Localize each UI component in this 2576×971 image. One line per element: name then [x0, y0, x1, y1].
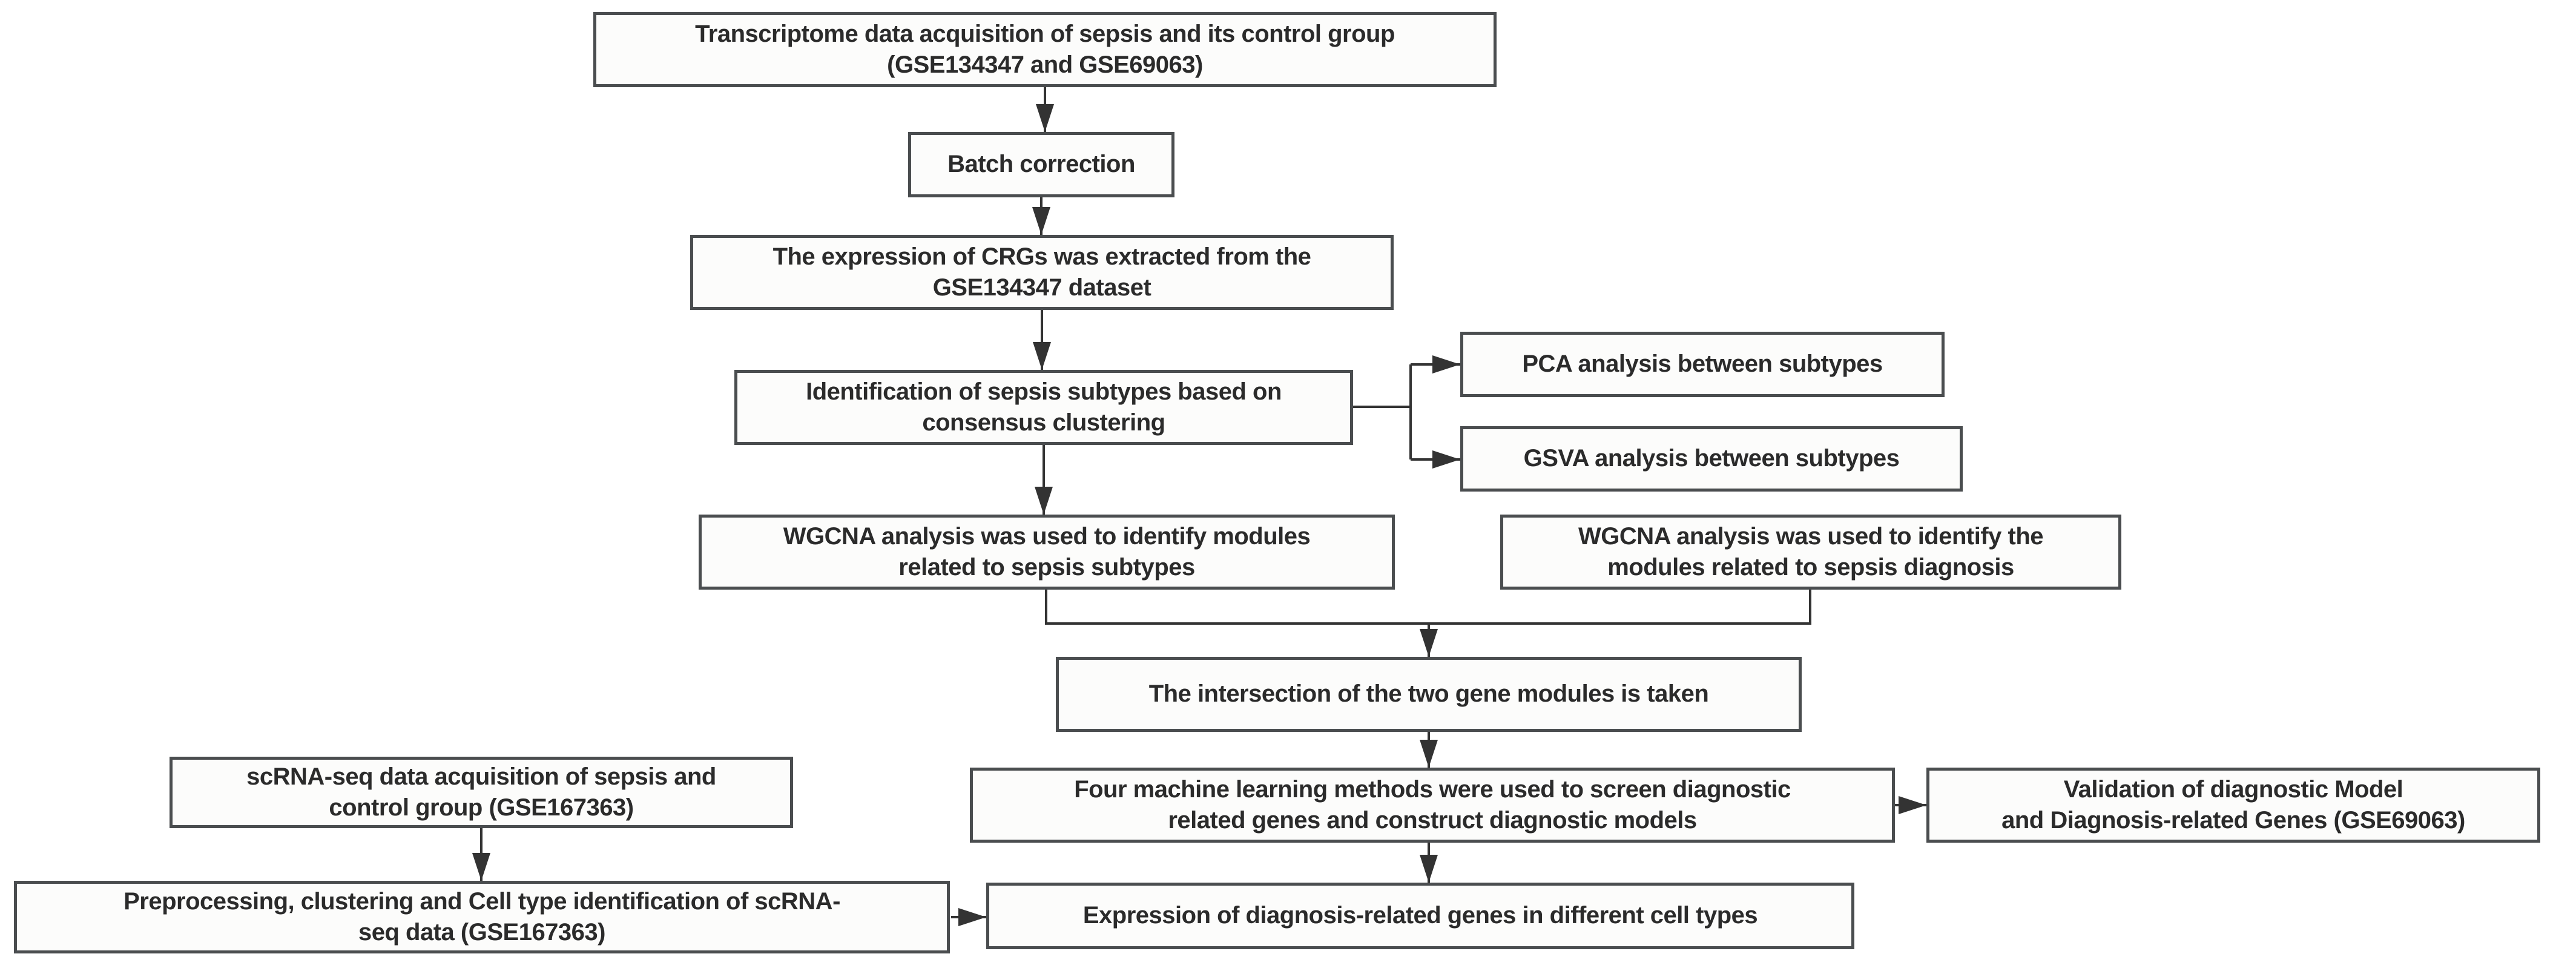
node-transcriptome-acquisition-label: Transcriptome data acquisition of sepsis… [695, 20, 1395, 78]
node-expression-cell-types-label: Expression of diagnosis-related genes in… [1082, 902, 1758, 929]
node-batch-correction-label: Batch correction [947, 151, 1135, 178]
node-scrna-preprocessing-label: Preprocessing, clustering and Cell type … [124, 887, 840, 946]
node-wgcna-subtypes: WGCNA analysis was used to identify modu… [699, 515, 1395, 590]
node-machine-learning: Four machine learning methods were used … [970, 768, 1895, 843]
node-wgcna-subtypes-label: WGCNA analysis was used to identify modu… [783, 522, 1311, 581]
node-crg-expression-label: The expression of CRGs was extracted fro… [772, 243, 1311, 301]
node-transcriptome-acquisition: Transcriptome data acquisition of sepsis… [593, 12, 1497, 87]
node-subtype-identification: Identification of sepsis subtypes based … [734, 370, 1353, 445]
node-scrna-acquisition-label: scRNA-seq data acquisition of sepsis and… [246, 763, 716, 821]
node-gsva-analysis: GSVA analysis between subtypes [1460, 426, 1963, 492]
node-module-intersection: The intersection of the two gene modules… [1056, 657, 1802, 732]
node-gsva-analysis-label: GSVA analysis between subtypes [1523, 445, 1900, 472]
node-module-intersection-label: The intersection of the two gene modules… [1148, 680, 1709, 708]
node-model-validation-label: Validation of diagnostic Model and Diagn… [2001, 775, 2465, 834]
node-pca-analysis-label: PCA analysis between subtypes [1522, 351, 1883, 378]
node-batch-correction: Batch correction [908, 132, 1174, 197]
node-scrna-acquisition: scRNA-seq data acquisition of sepsis and… [170, 757, 793, 828]
node-machine-learning-label: Four machine learning methods were used … [1074, 775, 1791, 834]
node-pca-analysis: PCA analysis between subtypes [1460, 332, 1945, 397]
node-model-validation: Validation of diagnostic Model and Diagn… [1926, 768, 2540, 843]
node-wgcna-diagnosis-label: WGCNA analysis was used to identify the … [1578, 522, 2044, 581]
node-expression-cell-types: Expression of diagnosis-related genes in… [986, 883, 1854, 949]
node-subtype-identification-label: Identification of sepsis subtypes based … [806, 378, 1282, 436]
node-wgcna-diagnosis: WGCNA analysis was used to identify the … [1500, 515, 2121, 590]
node-scrna-preprocessing: Preprocessing, clustering and Cell type … [14, 881, 950, 953]
node-crg-expression: The expression of CRGs was extracted fro… [690, 235, 1394, 310]
